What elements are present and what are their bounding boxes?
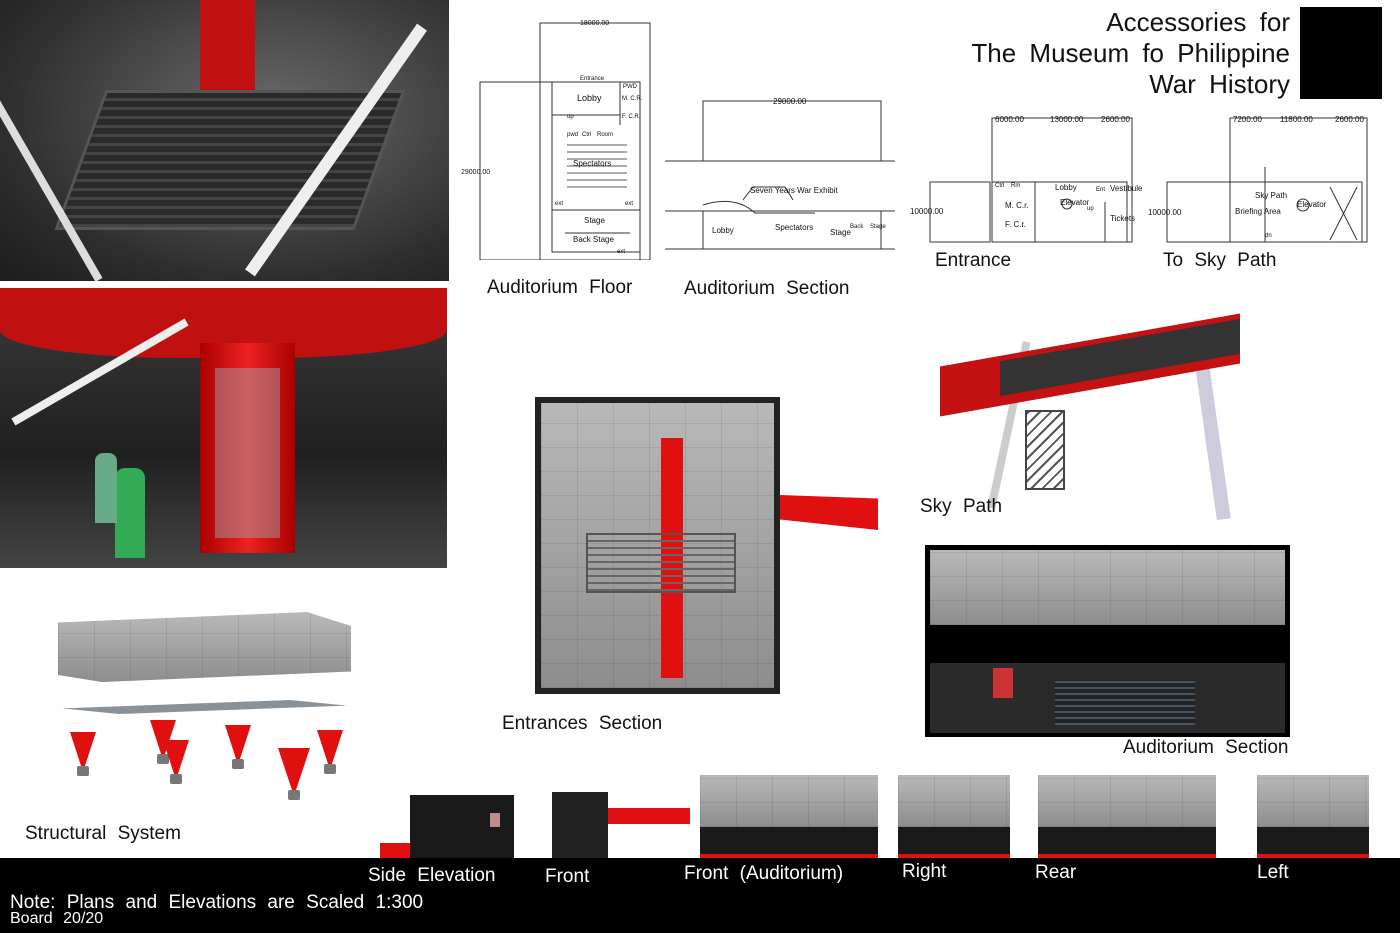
- drawing-label: Ctrl: [582, 132, 591, 138]
- drawing-label: 2600.00: [1335, 115, 1364, 124]
- drawing-label: Ctrl: [995, 183, 1004, 189]
- drawing-label: Lobby: [712, 226, 734, 235]
- label-auditorium-section-plan: Auditorium Section: [684, 278, 850, 299]
- structure-slab: [62, 700, 347, 714]
- label-structural-system: Structural System: [25, 823, 181, 844]
- drawing-label: pwd: [567, 132, 578, 138]
- drawing-label: Entrance: [580, 76, 605, 82]
- drawing-label: up: [1087, 206, 1094, 212]
- label-side-elevation: Side Elevation: [368, 865, 496, 886]
- drawing-label: Back: [850, 224, 864, 230]
- drawing-label: 7200.00: [1233, 115, 1262, 124]
- red-pylon: [225, 725, 251, 769]
- drawing-label: 11800.00: [1280, 115, 1313, 124]
- drawing-label: Seven Years War Exhibit: [750, 186, 839, 195]
- render-stair-top-view: [0, 0, 449, 281]
- drawing-label: PWD: [623, 84, 638, 90]
- drawing-label: Spectators: [573, 159, 611, 168]
- drawing-label: Back Stage: [573, 235, 614, 244]
- drawing-label: ext: [617, 249, 625, 255]
- drawing-label: Elevator: [1297, 200, 1327, 209]
- entrance-plan: 6000.00 13000.00 2600.00 10000.00 Ctrl R…: [910, 115, 1143, 243]
- drawing-label: Vestibule: [1110, 184, 1143, 193]
- drawing-label: M. C.R.: [622, 96, 643, 102]
- drawing-label: Tickets: [1110, 214, 1135, 223]
- red-pylon: [317, 730, 343, 774]
- label-rear: Rear: [1035, 862, 1077, 883]
- label-to-sky-path: To Sky Path: [1163, 250, 1277, 271]
- label-auditorium-section: Auditorium Section: [1123, 737, 1289, 758]
- label-left: Left: [1257, 862, 1289, 883]
- drawing-label: Sky Path: [1255, 191, 1287, 200]
- title-line: Accessories for: [1106, 7, 1290, 37]
- drawing-label: Stage: [870, 224, 886, 230]
- drawing-label: dn: [1265, 233, 1272, 239]
- render-elevator-lobby: [0, 288, 447, 568]
- scale-note: Note: Plans and Elevations are Scaled 1:…: [10, 892, 424, 913]
- label-front: Front: [545, 866, 590, 887]
- red-pylon: [278, 748, 310, 800]
- drawing-label: 6000.00: [995, 115, 1024, 124]
- entrances-section-render: [535, 397, 780, 694]
- sky-path-plan: 7200.00 11800.00 2600.00 10000.00 Sky Pa…: [1148, 115, 1368, 243]
- elevation-front: [552, 792, 692, 858]
- entrance-corridor: [780, 495, 878, 530]
- drawing-label: ext: [625, 201, 633, 207]
- elevation-right: [898, 775, 1010, 858]
- drawing-label: 29000.00: [773, 97, 807, 106]
- title-line: The Museum fo Philippine: [971, 38, 1290, 68]
- drawing-label: Elevator: [1060, 198, 1090, 207]
- drawing-label: Stage: [830, 228, 851, 237]
- label-sky-path: Sky Path: [920, 496, 1003, 517]
- label-auditorium-floor: Auditorium Floor: [487, 277, 633, 298]
- auditorium-section-render: [925, 545, 1290, 737]
- drawing-label: Spectators: [775, 223, 813, 232]
- footer-bar: Side Elevation Front Front (Auditorium) …: [0, 858, 1400, 933]
- drawing-label: Room: [597, 132, 613, 138]
- dim-height: 29000.00: [461, 169, 490, 176]
- drawing-label: 10000.00: [1148, 208, 1182, 217]
- drawing-label: 2600.00: [1101, 115, 1130, 124]
- label-entrances-section: Entrances Section: [502, 713, 663, 734]
- drawing-label: M. C.r.: [1005, 201, 1029, 210]
- elevation-rear: [1038, 775, 1216, 858]
- sky-path-render: [930, 280, 1260, 530]
- label-front-auditorium: Front (Auditorium): [684, 863, 844, 884]
- elevation-side: [380, 795, 514, 858]
- auditorium-section-drawing: 29000.00 Seven Years War Exhibit Lobby S…: [665, 97, 895, 250]
- red-pylon: [163, 740, 189, 784]
- drawing-label: 10000.00: [910, 207, 944, 216]
- drawing-label: Lobby: [577, 93, 602, 103]
- auditorium-floor-plan: 18000.00 29000.00 Entrance Lobby PWD M. …: [461, 20, 651, 260]
- drawing-label: 13000.00: [1050, 115, 1084, 124]
- drawing-label: F. C.R.: [622, 114, 641, 120]
- label-entrance: Entrance: [935, 250, 1012, 271]
- title-block: [1300, 7, 1382, 99]
- drawing-label: Ent: [1096, 187, 1105, 193]
- drawing-label: Rm: [1011, 183, 1020, 189]
- drawing-label: Lobby: [1055, 183, 1077, 192]
- board-number: Board 20/20: [10, 910, 104, 927]
- drawing-label: Briefing Area: [1235, 207, 1281, 216]
- red-pylon: [70, 732, 96, 776]
- structure-roof-block: [58, 612, 351, 682]
- elevation-front-auditorium: [700, 775, 878, 858]
- drawing-label: ext: [555, 201, 563, 207]
- board-title: Accessories for The Museum fo Philippine…: [971, 7, 1290, 100]
- elevation-left: [1257, 775, 1369, 858]
- drawing-label: F. C.r.: [1005, 220, 1026, 229]
- title-line: War History: [1149, 69, 1290, 99]
- dim-width: 18000.00: [580, 20, 609, 27]
- drawing-label: up: [567, 114, 574, 120]
- drawing-label: Stage: [584, 216, 605, 225]
- label-right: Right: [902, 861, 947, 882]
